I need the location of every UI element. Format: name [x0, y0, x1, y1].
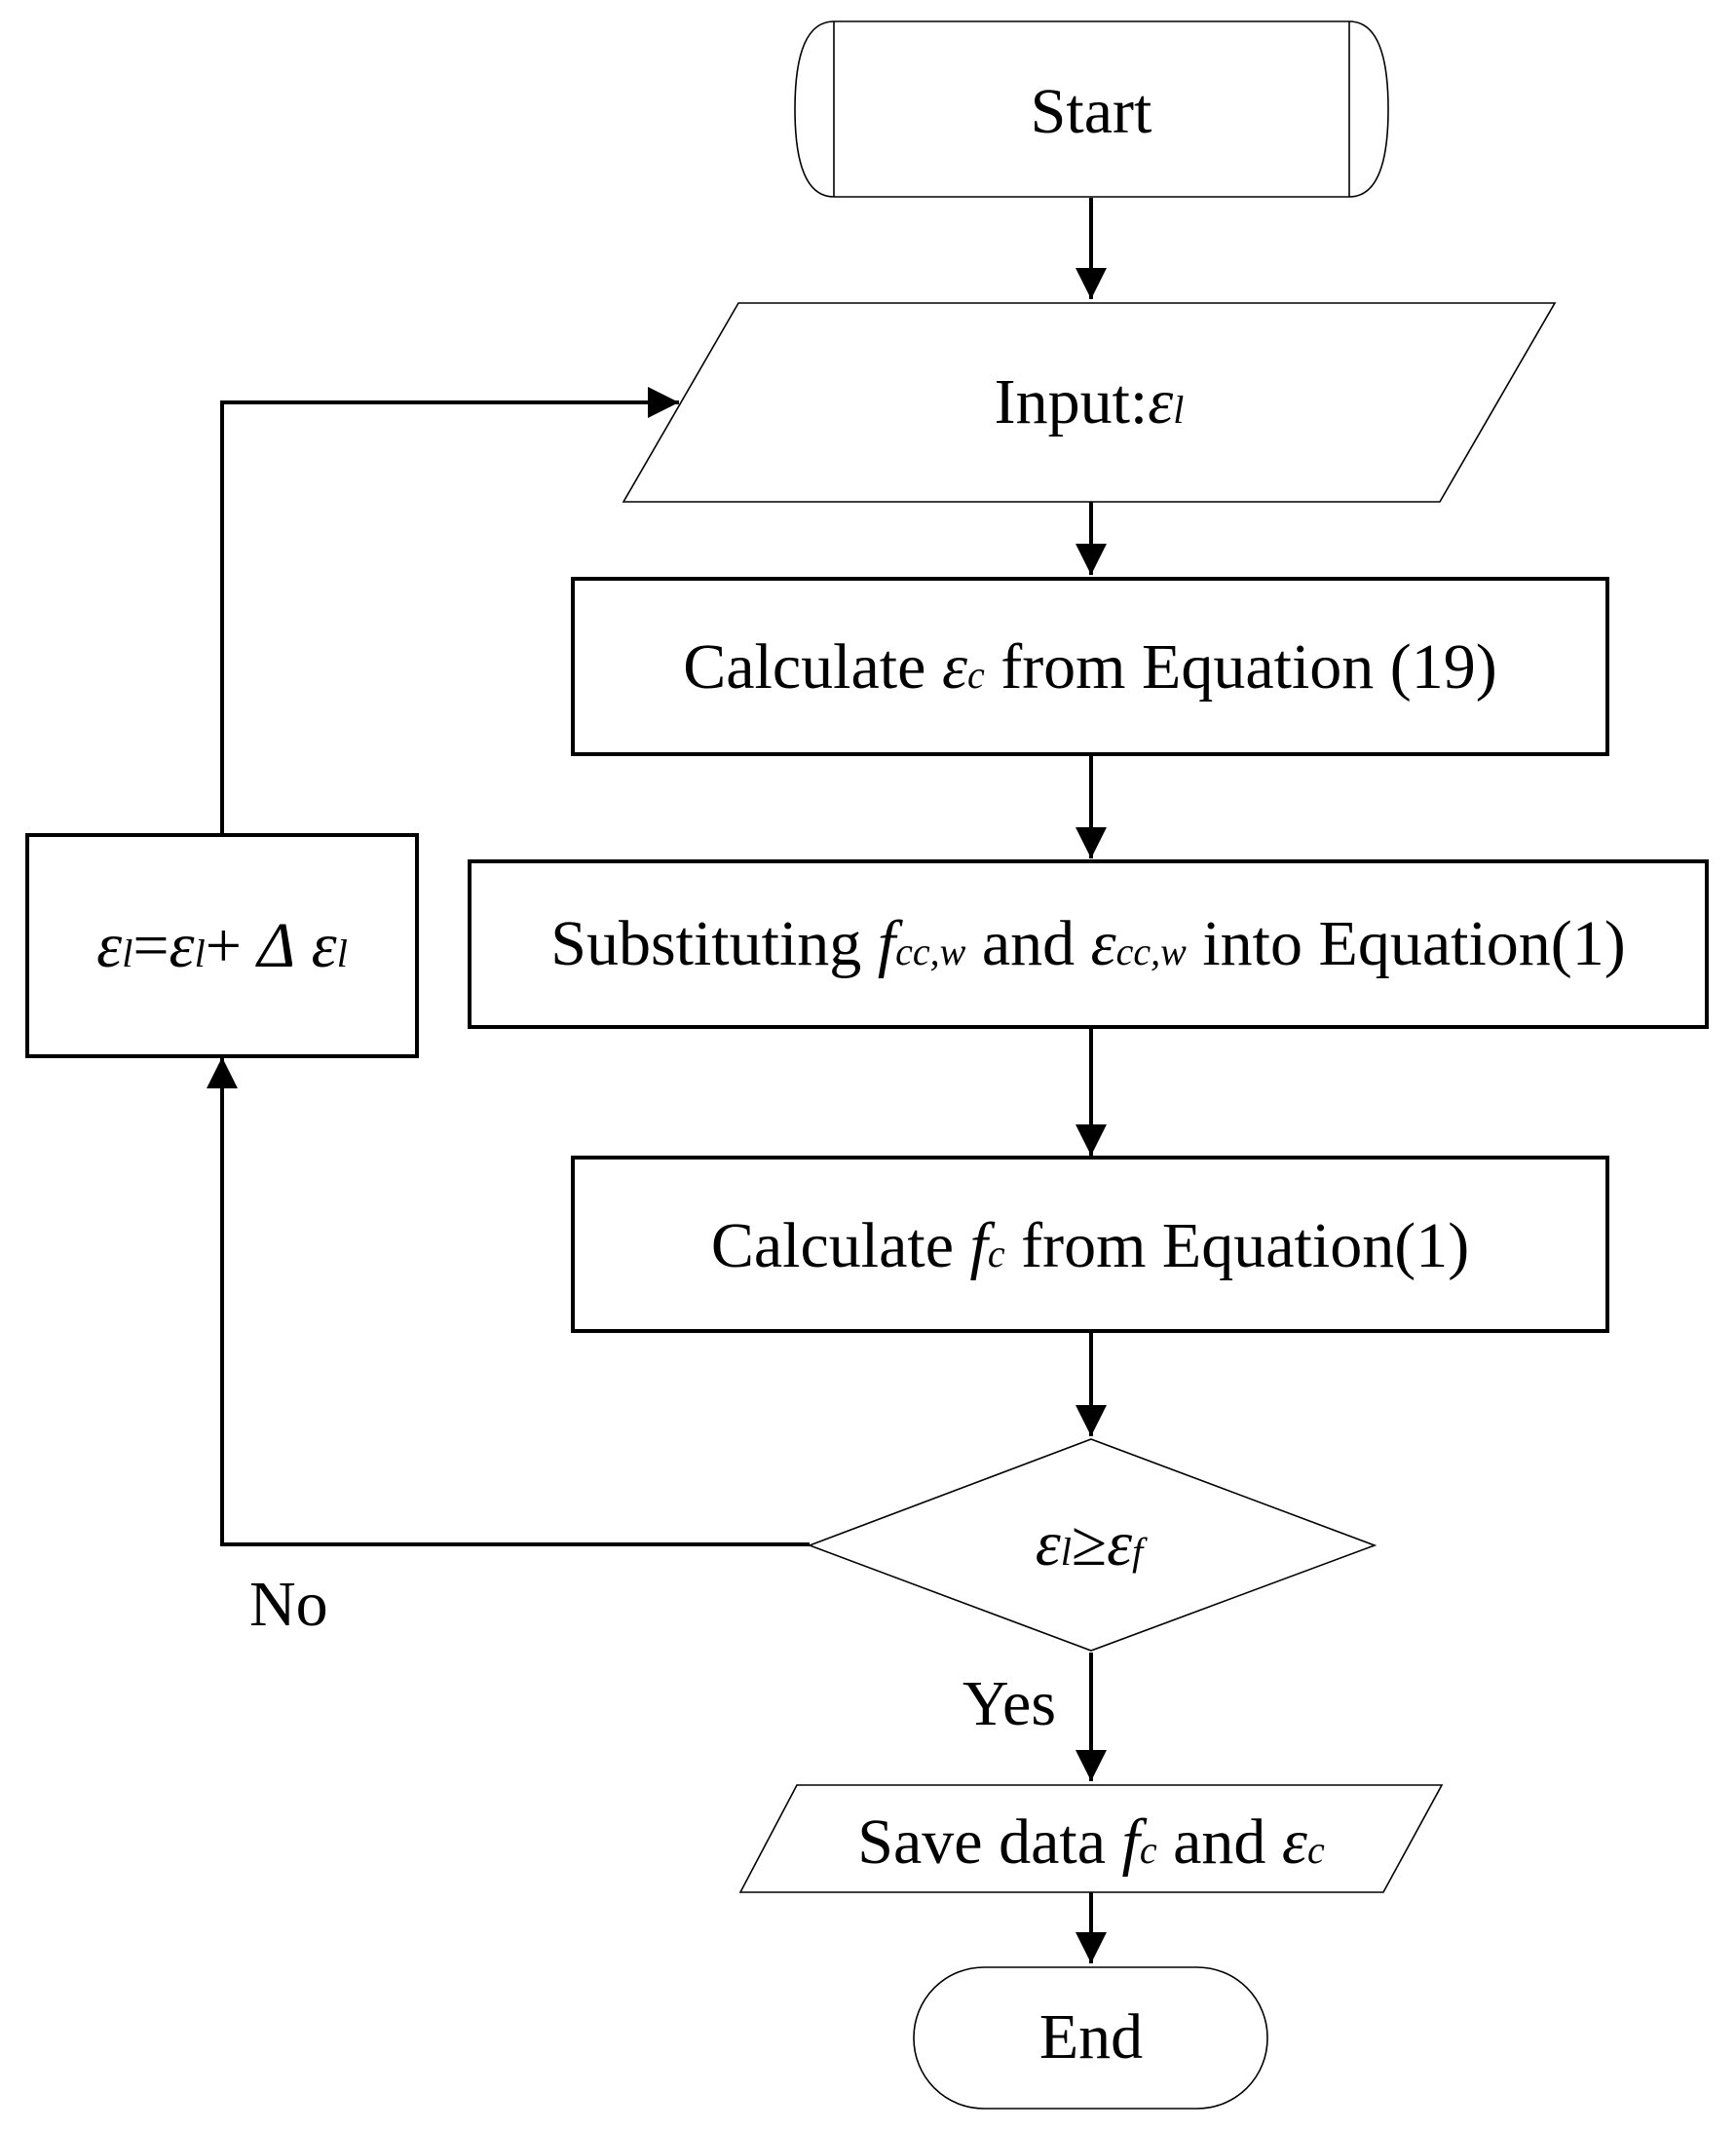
arrow-decision-no-to-update: [207, 1057, 810, 1546]
calc-ec-label: Calculate εc from Equation (19): [683, 631, 1497, 703]
update-label: εl=εl+ Δ εl: [96, 910, 348, 981]
substitute-label: Substituting fcc,w and εcc,w into Equati…: [550, 908, 1626, 979]
yes-label: Yes: [962, 1668, 1056, 1739]
no-label: No: [249, 1569, 328, 1640]
decision-label: εl≥εf: [1036, 1508, 1148, 1579]
arrow-update-to-input: [220, 387, 679, 834]
start-label: Start: [1031, 76, 1152, 147]
end-label: End: [1039, 2001, 1143, 2073]
calc-ec-process: Calculate εc from Equation (19): [571, 577, 1609, 756]
calc-fc-process: Calculate fc from Equation(1): [571, 1156, 1609, 1333]
update-process: εl=εl+ Δ εl: [25, 833, 419, 1058]
calc-fc-label: Calculate fc from Equation(1): [711, 1210, 1469, 1281]
input-label: Input:εl: [995, 366, 1185, 437]
decision-node: εl≥εf: [807, 1438, 1377, 1652]
save-label: Save data fc and εc: [857, 1807, 1325, 1878]
start-terminator: Start: [794, 20, 1389, 198]
substitute-process: Substituting fcc,w and εcc,w into Equati…: [468, 859, 1709, 1029]
input-node: Input:εl: [622, 302, 1557, 503]
connectors: [207, 198, 1107, 1963]
save-node: Save data fc and εc: [738, 1784, 1444, 1893]
end-terminator: End: [913, 1966, 1268, 2110]
